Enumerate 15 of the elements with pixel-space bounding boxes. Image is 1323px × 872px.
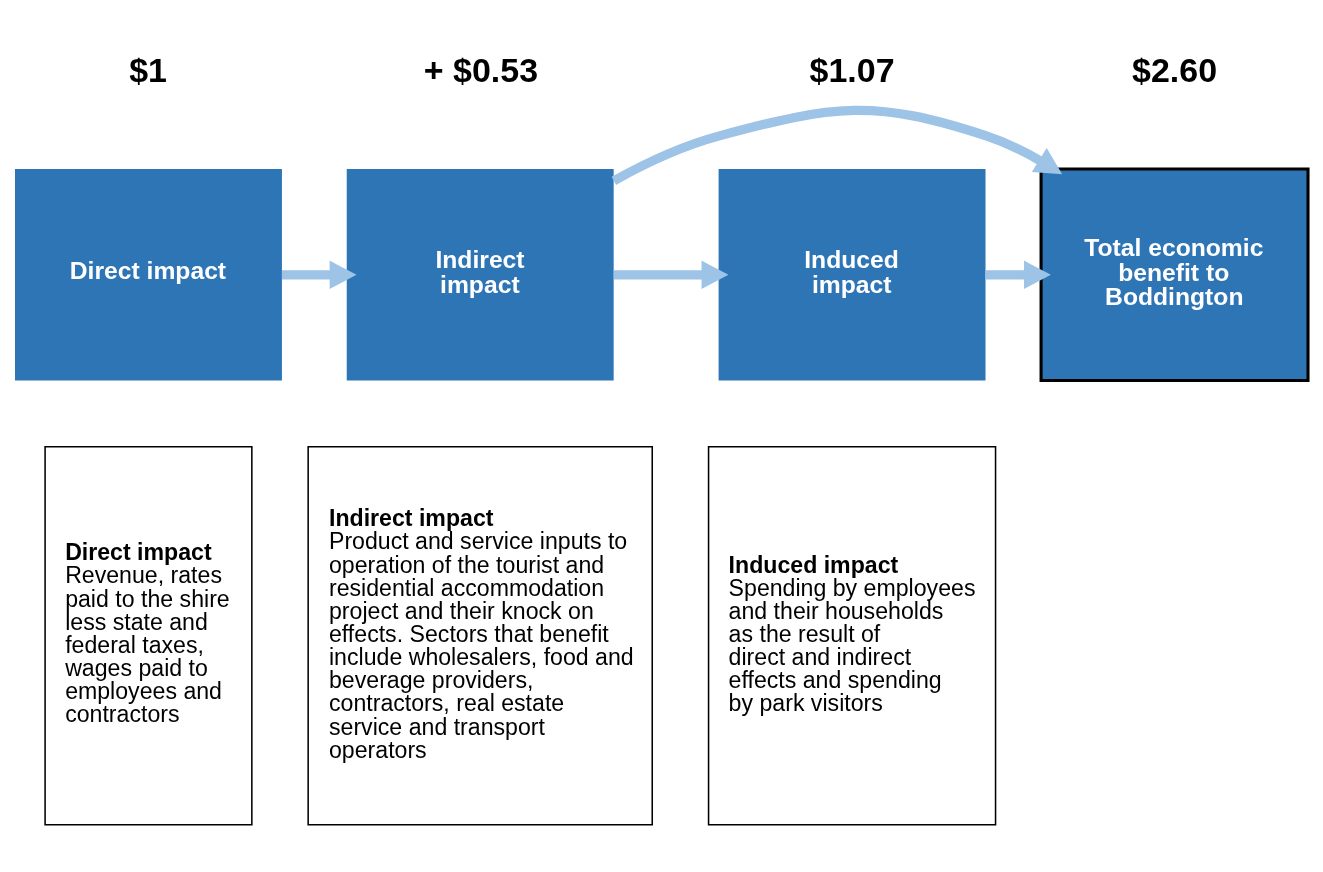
node-box: Induced impact Spending by employees and their households as the result of direct and indirect effects and spending by park visitors bbox=[707, 446, 997, 826]
node-label: $1 bbox=[129, 51, 167, 90]
node-box: Indirect impact bbox=[346, 169, 614, 381]
arrow bbox=[613, 260, 729, 289]
node-box: Direct impact Revenue, rates paid to the shire less state and federal taxes, wages paid to employees and contractors bbox=[44, 446, 253, 826]
node-label: + $0.53 bbox=[423, 51, 539, 90]
arrow bbox=[611, 105, 1063, 185]
node-label: $1.07 bbox=[809, 51, 895, 90]
node-box: Direct impact bbox=[15, 169, 282, 381]
node-box: Induced impact bbox=[718, 169, 986, 381]
node-label: $2.60 bbox=[1132, 51, 1218, 90]
node-box: Indirect impact Product and service inputs to operation of the tourist and residential accommodation project and their knock on effects. Sectors that benefit include wholesalers, food and beverage providers, contractors, real estate service and transport operators bbox=[307, 446, 653, 826]
node-box: Total economic benefit to Boddington bbox=[1039, 167, 1310, 382]
arrow bbox=[281, 260, 357, 289]
arrow bbox=[985, 260, 1051, 289]
